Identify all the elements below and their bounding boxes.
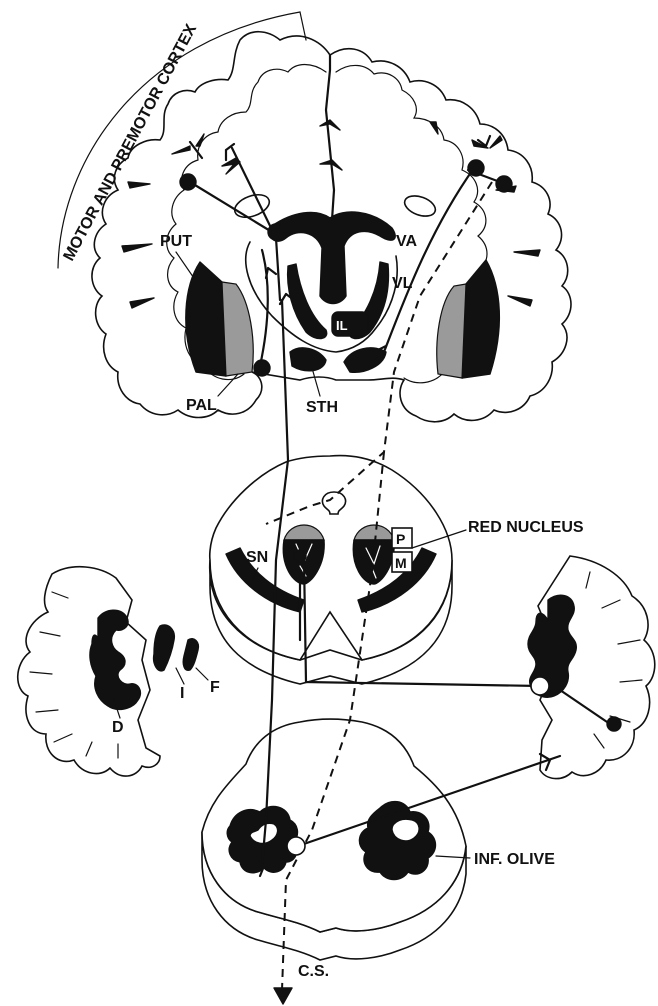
neuron-cortex-right-2: [496, 176, 512, 192]
label-sn: SN: [246, 549, 268, 566]
interposed-nucleus: [154, 625, 175, 671]
red-nucleus-m-label: M: [395, 555, 407, 571]
neuron-inferior-olive: [287, 837, 305, 855]
neuron-pallidum: [254, 360, 270, 376]
neuron-caudate: [268, 224, 284, 240]
label-il: IL: [336, 318, 348, 333]
neuron-cerebellar-cortex: [607, 717, 621, 731]
neuron-red-nucleus: [294, 550, 306, 562]
label-d: D: [112, 719, 124, 736]
fastigial-nucleus: [183, 639, 198, 671]
label-pal: PAL: [186, 397, 217, 414]
cs-arrow-head: [274, 988, 292, 1004]
label-f: F: [210, 679, 220, 696]
medulla-section: [202, 719, 466, 960]
label-i: I: [180, 685, 184, 702]
neuron-cortex-right: [468, 160, 484, 176]
red-nucleus-p-label: P: [396, 531, 405, 547]
label-cs: C.S.: [298, 963, 329, 980]
label-red-nucleus: RED NUCLEUS: [468, 519, 584, 536]
midbrain-section: P M: [210, 456, 452, 684]
leader-i: [176, 668, 184, 684]
cerebellum-right: [528, 556, 655, 779]
neuron-cortex-left: [180, 174, 196, 190]
cerebellum-left: [18, 567, 199, 776]
cerebellum-left-outline: [18, 567, 160, 776]
label-vl: VL: [392, 275, 413, 292]
label-va: VA: [396, 233, 417, 250]
label-inf-olive: INF. OLIVE: [474, 851, 555, 868]
label-sth: STH: [306, 399, 338, 416]
label-put: PUT: [160, 233, 192, 250]
neuron-dentate: [531, 677, 549, 695]
leader-f: [196, 668, 208, 680]
